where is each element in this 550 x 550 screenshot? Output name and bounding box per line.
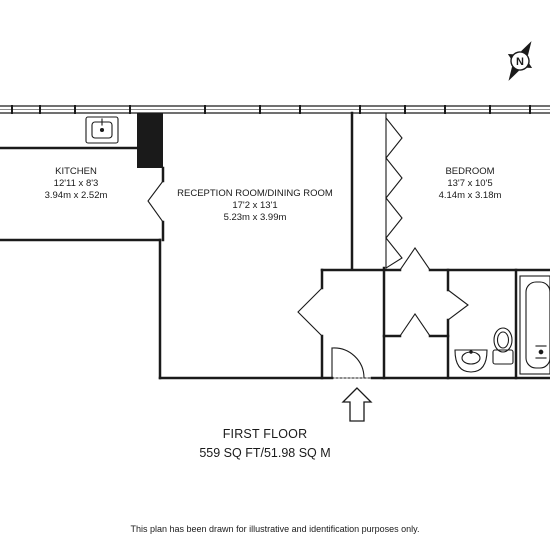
reception-label: RECEPTION ROOM/DINING ROOM 17'2 x 13'1 5…	[177, 188, 333, 224]
floor-title: FIRST FLOOR	[222, 427, 308, 441]
bedroom-door	[399, 247, 431, 271]
kitchen-imperial: 12'11 x 8'3	[53, 178, 99, 189]
chimney-breast	[137, 113, 163, 168]
floor-area: 559 SQ FT/51.98 SQ M	[199, 446, 331, 460]
cupboard-door	[399, 313, 431, 337]
bathroom-toilet	[492, 327, 514, 365]
compass-icon: N	[500, 38, 540, 84]
kitchen-name: KITCHEN	[55, 166, 97, 177]
bedroom-wardrobe	[385, 112, 403, 269]
kitchen-metric: 3.94m x 2.52m	[44, 190, 108, 201]
bedroom-imperial: 13'7 x 10'5	[447, 178, 493, 189]
bathroom-bath	[519, 275, 550, 375]
bathroom-basin	[454, 349, 488, 373]
kitchen-walls	[0, 146, 165, 242]
kitchen-label: KITCHEN 12'11 x 8'3 3.94m x 2.52m	[45, 166, 108, 202]
top-window-wall	[0, 105, 550, 114]
reception-walls	[158, 111, 354, 380]
bathroom-door	[447, 289, 469, 321]
disclaimer: This plan has been drawn for illustrativ…	[130, 524, 420, 534]
entrance-arrow	[341, 387, 373, 422]
bedroom-metric: 4.14m x 3.18m	[438, 190, 502, 201]
reception-imperial: 17'2 x 13'1	[232, 200, 278, 211]
hall-door-left	[297, 287, 323, 337]
entrance-door	[331, 347, 373, 379]
kitchen-sink	[85, 116, 119, 144]
reception-name: RECEPTION ROOM/DINING ROOM	[177, 188, 333, 199]
hall-walls	[320, 266, 550, 380]
bedroom-name: BEDROOM	[445, 166, 495, 177]
compass-letter: N	[516, 56, 524, 68]
reception-metric: 5.23m x 3.99m	[223, 212, 287, 223]
kitchen-door	[147, 180, 164, 223]
bedroom-label: BEDROOM 13'7 x 10'5 4.14m x 3.18m	[439, 166, 502, 202]
